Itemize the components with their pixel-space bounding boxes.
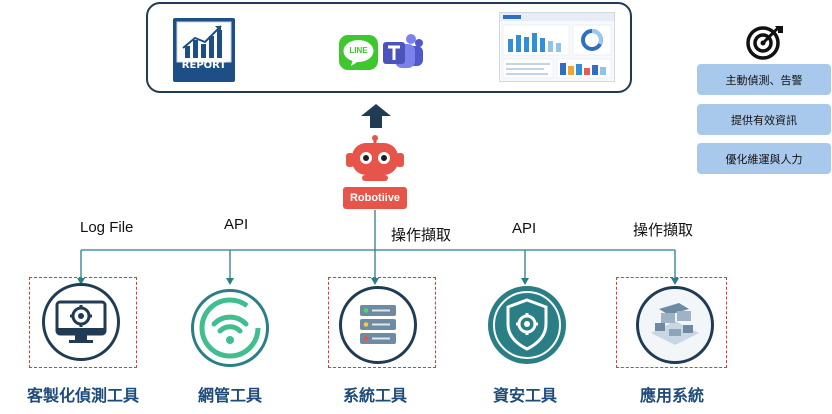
report-label: REPORT	[181, 60, 227, 71]
category-label-network: 網管工具	[197, 386, 262, 405]
line-label: LINE	[349, 46, 368, 55]
connection-label-capture-2: 操作擷取	[633, 222, 694, 239]
connection-label-capture-1: 操作擷取	[391, 227, 452, 244]
category-label-security: 資安工具	[492, 386, 557, 405]
robotiive-label: Robotiive	[343, 187, 407, 209]
side-item-alert: 主動偵測、告警	[697, 64, 831, 95]
report-icon	[173, 18, 235, 82]
category-label-custom: 客製化偵測工具	[26, 386, 139, 405]
side-item-info: 提供有效資訊	[697, 104, 831, 135]
dashboard-thumbnail	[499, 12, 615, 82]
server-stack-icon	[339, 286, 417, 364]
highlight-frame-system	[328, 277, 436, 368]
category-label-application: 應用系統	[639, 386, 704, 405]
wifi-circle-icon	[191, 289, 269, 367]
side-item-optimize: 優化維運與人力	[697, 143, 831, 174]
connection-label-api-1: API	[224, 216, 249, 233]
target-icon	[745, 24, 785, 60]
shield-gear-icon	[488, 286, 566, 364]
teams-app-icon	[381, 32, 425, 72]
category-label-system: 系統工具	[342, 386, 407, 405]
isometric-app-icon	[636, 286, 714, 364]
connection-label-logfile: Log File	[80, 219, 134, 236]
connection-label-api-2: API	[512, 220, 537, 237]
highlight-frame-application	[616, 277, 727, 368]
upward-arrow	[361, 104, 391, 128]
highlight-frame-custom	[29, 277, 137, 368]
line-app-icon	[339, 35, 378, 70]
robot-icon	[346, 135, 404, 183]
monitor-gear-icon	[42, 283, 120, 361]
